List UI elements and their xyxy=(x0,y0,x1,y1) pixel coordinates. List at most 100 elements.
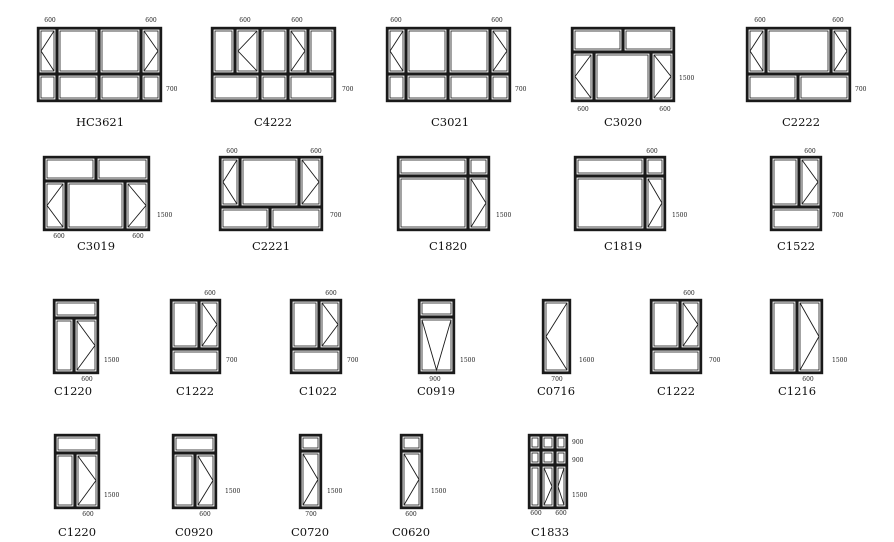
window-code-label: C2222 xyxy=(782,115,820,129)
casement-sash xyxy=(746,27,766,75)
window-code-label: C0919 xyxy=(417,384,455,398)
window-code-label: C1222 xyxy=(176,384,214,398)
opening-direction-mark xyxy=(574,54,592,99)
glass-pane xyxy=(57,455,73,506)
glass-pane xyxy=(531,452,539,463)
casement-sash xyxy=(650,51,674,102)
fixed-pane-frame xyxy=(405,27,448,75)
glass-pane xyxy=(101,30,139,72)
glass-pane xyxy=(773,159,797,205)
dimension-label: 600 xyxy=(199,511,211,518)
casement-sash xyxy=(37,27,57,75)
dimension-label: 700 xyxy=(305,511,317,518)
glass-pane xyxy=(653,302,678,347)
glass-pane xyxy=(68,183,123,228)
dimension-label: 600 xyxy=(491,17,503,24)
fixed-pane-frame xyxy=(212,74,261,102)
opening-direction-mark xyxy=(421,319,452,372)
fixed-pane-frame xyxy=(770,207,821,231)
glass-pane xyxy=(262,76,286,99)
fixed-pane-frame xyxy=(405,74,448,102)
fixed-pane-frame xyxy=(770,299,797,373)
dimension-label: 600 xyxy=(802,376,814,383)
window-code-label: HC3621 xyxy=(76,115,124,129)
glass-pane xyxy=(262,30,286,72)
dimension-label: 1500 xyxy=(225,488,240,495)
fixed-pane-frame xyxy=(141,74,162,102)
fixed-pane-frame xyxy=(299,434,321,451)
window-code-label: C1222 xyxy=(657,384,695,398)
glass-pane xyxy=(653,351,699,371)
glass-pane xyxy=(242,159,297,205)
fixed-pane-frame xyxy=(554,449,567,465)
glass-pane xyxy=(574,30,621,50)
fixed-pane-frame xyxy=(53,299,99,318)
glass-pane xyxy=(403,437,420,449)
glass-pane xyxy=(531,467,539,506)
casement-sash xyxy=(830,27,850,75)
casement-sash xyxy=(220,157,241,208)
window-code-label: C4222 xyxy=(254,115,292,129)
fixed-pane-frame xyxy=(571,27,623,52)
glass-pane xyxy=(101,76,139,99)
opening-direction-mark xyxy=(833,30,848,72)
fixed-pane-frame xyxy=(53,317,74,373)
glass-pane xyxy=(625,30,672,50)
fixed-pane-frame xyxy=(418,299,454,317)
fixed-pane-frame xyxy=(386,74,406,102)
window-frame xyxy=(53,433,101,510)
casement-sash xyxy=(199,299,221,349)
window-code-label: C2221 xyxy=(252,239,290,253)
casement-sash xyxy=(798,157,821,208)
casement-sash xyxy=(489,27,510,75)
opening-direction-mark xyxy=(321,302,339,347)
fixed-pane-frame xyxy=(650,299,680,349)
fixed-pane-frame xyxy=(66,181,126,231)
glass-pane xyxy=(302,437,319,449)
opening-direction-mark xyxy=(46,183,64,228)
glass-pane xyxy=(173,302,197,347)
fixed-pane-frame xyxy=(220,207,271,231)
casement-sash xyxy=(418,316,454,373)
casement-sash xyxy=(299,450,321,508)
dimension-label: 900 xyxy=(429,376,441,383)
window-frame xyxy=(573,155,667,232)
glass-pane xyxy=(46,159,94,179)
window-code-label: C3021 xyxy=(431,115,469,129)
dimension-label: 700 xyxy=(347,357,359,364)
fixed-pane-frame xyxy=(554,434,567,450)
dimension-label: 900 xyxy=(572,439,584,446)
glass-pane xyxy=(773,209,819,228)
fixed-pane-frame xyxy=(397,176,468,231)
dimension-label: 600 xyxy=(555,510,567,517)
dimension-label: 600 xyxy=(325,290,337,297)
dimension-label: 600 xyxy=(145,17,157,24)
glass-pane xyxy=(175,437,214,451)
casement-sash xyxy=(125,181,150,231)
fixed-pane-frame xyxy=(290,299,319,349)
opening-direction-mark xyxy=(653,54,672,99)
glass-pane xyxy=(543,452,553,463)
opening-direction-mark xyxy=(201,302,218,347)
opening-direction-mark xyxy=(470,178,487,228)
glass-pane xyxy=(647,159,663,174)
fixed-pane-frame xyxy=(307,27,335,75)
dimension-label: 600 xyxy=(310,148,322,155)
glass-pane xyxy=(408,30,446,72)
opening-direction-mark xyxy=(647,178,663,228)
casement-sash xyxy=(74,317,99,373)
fixed-pane-frame xyxy=(574,157,645,177)
fixed-pane-frame xyxy=(400,434,422,451)
